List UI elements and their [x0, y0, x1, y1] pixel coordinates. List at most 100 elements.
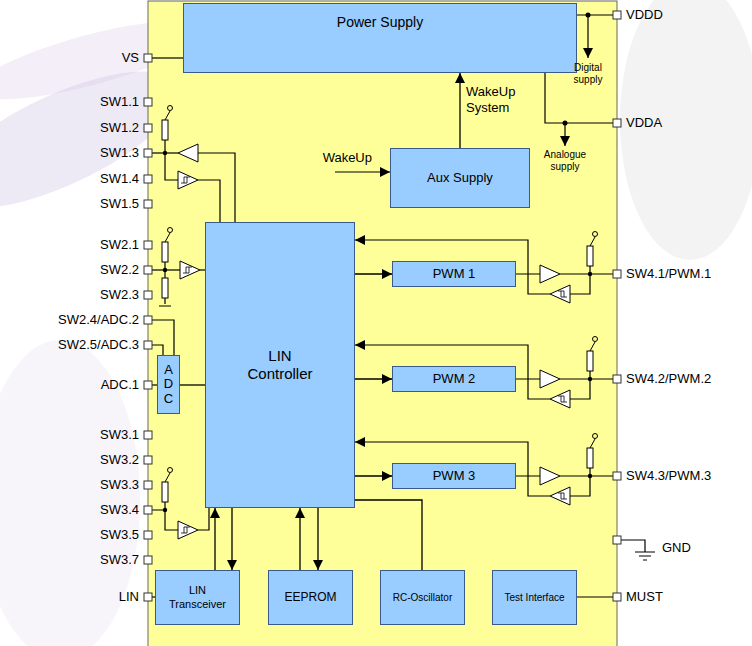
pin-square	[144, 531, 152, 539]
pin-square	[144, 481, 152, 489]
wire	[165, 153, 178, 180]
wire	[152, 345, 163, 355]
pin-label: VS	[39, 50, 139, 66]
supply-note: Digital supply	[560, 62, 616, 86]
signal-connector	[459, 73, 460, 148]
pin-label: SW3.7	[39, 552, 139, 568]
pin-label: ADC.1	[39, 377, 139, 393]
pin-label: VDDA	[626, 115, 736, 131]
pin-square	[613, 593, 621, 601]
resistor-symbol	[162, 278, 168, 298]
wire	[570, 274, 590, 294]
pin-label: MUST	[626, 589, 736, 605]
connector-label: WakeUp System	[466, 84, 538, 116]
schmitt-trigger	[550, 487, 570, 505]
junction-dot	[588, 272, 592, 276]
driver-symbol	[540, 265, 560, 283]
pin-square	[144, 149, 152, 157]
converter-box: ADC	[157, 355, 180, 414]
block-title: PWM 2	[433, 371, 476, 387]
wire	[198, 180, 220, 222]
block-title: LIN Controller	[235, 347, 325, 383]
schmitt-trigger	[178, 171, 198, 189]
switch-symbol	[590, 337, 598, 352]
memory-box: EEPROM	[268, 570, 353, 625]
pin-label: SW3.5	[39, 527, 139, 543]
resistor-symbol	[162, 482, 168, 502]
chip-body	[148, 1, 617, 646]
wire	[152, 320, 174, 355]
wire	[570, 379, 590, 399]
pin-square	[144, 316, 152, 324]
pin-label: SW1.2	[39, 120, 139, 136]
wakeup-arrow	[335, 171, 390, 172]
wire	[198, 508, 209, 530]
feedback-arrow	[355, 345, 550, 399]
signal-connector	[355, 500, 422, 570]
pin-label: SW3.3	[39, 477, 139, 493]
switch-symbol	[590, 232, 598, 247]
wire	[570, 476, 590, 496]
pin-square	[613, 375, 621, 383]
pin-square	[144, 291, 152, 299]
block-title: EEPROM	[284, 590, 336, 604]
wire	[516, 475, 613, 476]
supply-arrow	[564, 123, 565, 146]
pwm-box: PWM 3	[392, 463, 516, 489]
pin-square	[144, 381, 152, 389]
wire	[577, 14, 613, 15]
pin-square	[144, 54, 152, 62]
pin-label: SW3.1	[39, 427, 139, 443]
schmitt-trigger	[550, 285, 570, 303]
switch-symbol	[165, 228, 173, 243]
signal-connector	[317, 508, 318, 570]
pin-square	[144, 175, 152, 183]
schmitt-trigger	[550, 390, 570, 408]
wire	[198, 153, 235, 222]
pin-label: SW2.3	[39, 287, 139, 303]
junction-dot	[563, 121, 568, 126]
junctions	[163, 13, 592, 513]
junction-dot	[163, 151, 167, 155]
pin-label: SW2.1	[39, 237, 139, 253]
pin-label: SW1.3	[39, 145, 139, 161]
pin-label: SW1.5	[39, 196, 139, 212]
switch-symbol	[590, 434, 598, 449]
block-title: Aux Supply	[427, 170, 493, 186]
junction-dot	[163, 268, 167, 272]
junction-dot	[586, 13, 591, 18]
wire	[516, 273, 613, 274]
pin-label: SW2.5/ADC.3	[19, 337, 139, 353]
switch-symbol	[165, 106, 173, 121]
junction-dot	[588, 377, 592, 381]
resistor-symbol	[587, 351, 593, 371]
resistor-symbol	[162, 242, 168, 262]
ground-symbol	[621, 540, 655, 560]
block-title: PWM 3	[433, 468, 476, 484]
driver-symbol	[540, 370, 560, 388]
block-title: RC-Oscillator	[393, 592, 452, 604]
signal-connector	[214, 508, 215, 570]
block-title: Power Supply	[337, 14, 423, 31]
pin-square	[144, 98, 152, 106]
block-title: PWM 1	[433, 266, 476, 282]
pin-square	[144, 241, 152, 249]
feedback-arrow	[355, 240, 550, 294]
pin-square	[144, 506, 152, 514]
supply-box: Aux Supply	[390, 148, 530, 208]
wires	[152, 15, 655, 597]
pin-square	[144, 200, 152, 208]
schmitt-trigger	[178, 521, 198, 539]
pin-label: SW3.4	[39, 502, 139, 518]
pwm-box: PWM 1	[392, 261, 516, 287]
pin-square	[613, 270, 621, 278]
driver-symbol	[540, 467, 560, 485]
pin-label: SW4.2/PWM.2	[626, 371, 746, 387]
junction-dot	[163, 508, 167, 512]
resistor-symbol	[587, 246, 593, 266]
wire	[152, 57, 183, 58]
controller-box: LIN Controller	[205, 222, 355, 508]
pin-label: SW1.1	[39, 94, 139, 110]
